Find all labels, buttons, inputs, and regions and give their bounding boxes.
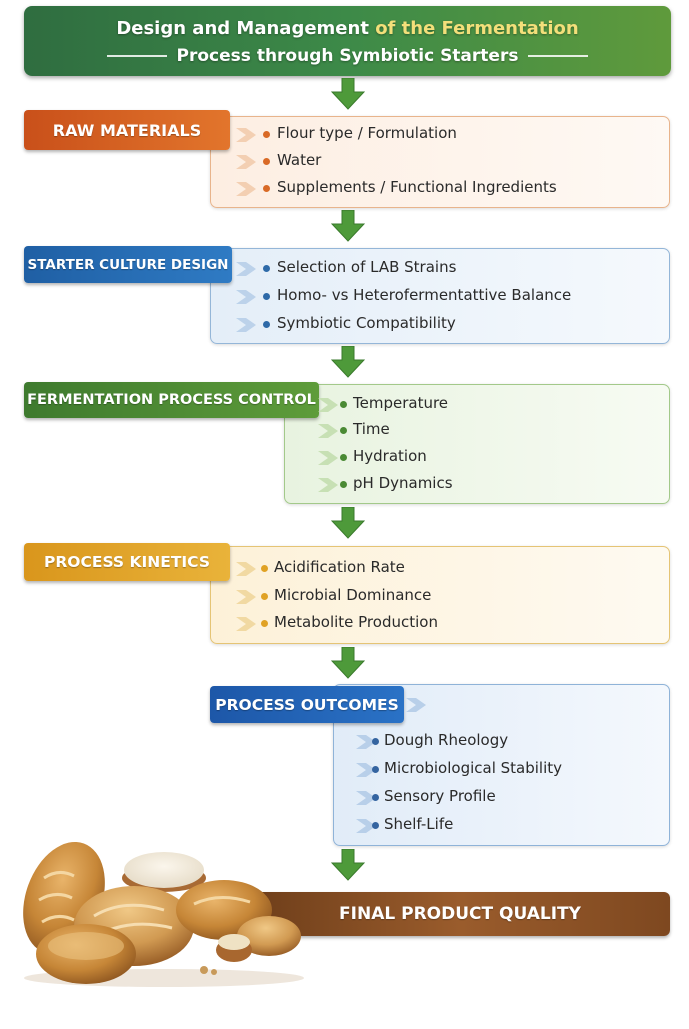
bullet-icon — [340, 481, 347, 488]
starter-culture-label: STARTER CULTURE DESIGN — [24, 246, 232, 283]
fermentation-control-panel — [284, 384, 670, 504]
process-kinetics-label: PROCESS KINETICS — [24, 543, 230, 581]
bullet-icon — [263, 131, 270, 138]
chevron-right-icon — [318, 478, 338, 492]
raw-item-supplements: Supplements / Functional Ingredients — [277, 178, 557, 196]
diagram-title: Design and Management of the Fermentatio… — [24, 18, 671, 39]
subtitle-text: Process through Symbiotic Starters — [176, 46, 519, 66]
down-arrow-icon — [331, 210, 365, 242]
ferm-item-time: Time — [353, 420, 390, 438]
bullet-icon — [263, 158, 270, 165]
bullet-icon — [263, 321, 270, 328]
bullet-icon — [372, 794, 379, 801]
chevron-right-icon — [236, 155, 256, 169]
ferm-item-ph: pH Dynamics — [353, 474, 453, 492]
chevron-right-icon — [236, 290, 256, 304]
kinetics-item-metabolite: Metabolite Production — [274, 613, 438, 631]
bullet-icon — [263, 185, 270, 192]
process-kinetics-panel — [210, 546, 670, 644]
chevron-right-icon — [356, 819, 376, 833]
raw-materials-panel — [210, 116, 670, 208]
chevron-right-icon — [356, 735, 376, 749]
chevron-right-icon — [236, 617, 256, 631]
title-banner: Design and Management of the Fermentatio… — [24, 6, 671, 76]
bullet-icon — [340, 454, 347, 461]
chevron-right-icon — [356, 791, 376, 805]
chevron-right-icon — [406, 698, 426, 712]
final-product-quality-label: FINAL PRODUCT QUALITY — [250, 892, 670, 936]
down-arrow-icon — [331, 507, 365, 539]
raw-item-water: Water — [277, 151, 322, 169]
bullet-icon — [261, 620, 268, 627]
bullet-icon — [340, 401, 347, 408]
bullet-icon — [261, 565, 268, 572]
chevron-right-icon — [318, 424, 338, 438]
process-outcomes-label: PROCESS OUTCOMES — [210, 686, 404, 723]
raw-materials-label: RAW MATERIALS — [24, 110, 230, 150]
left-decor-line — [106, 55, 167, 57]
bullet-icon — [263, 265, 270, 272]
chevron-right-icon — [236, 262, 256, 276]
starter-item-lab-strains: Selection of LAB Strains — [277, 258, 457, 276]
bullet-icon — [340, 427, 347, 434]
down-arrow-icon — [331, 647, 365, 679]
down-arrow-icon — [331, 849, 365, 881]
bullet-icon — [372, 766, 379, 773]
chevron-right-icon — [318, 451, 338, 465]
down-arrow-icon — [331, 78, 365, 110]
raw-item-flour: Flour type / Formulation — [277, 124, 457, 142]
chevron-right-icon — [236, 318, 256, 332]
fermentation-control-label: FERMENTATION PROCESS CONTROL — [24, 382, 319, 418]
title-part2-highlight: of the Fermentation — [375, 18, 579, 39]
kinetics-item-dominance: Microbial Dominance — [274, 586, 432, 604]
title-part1: Design and Management — [116, 18, 376, 39]
chevron-right-icon — [236, 128, 256, 142]
chevron-right-icon — [318, 398, 338, 412]
ferm-item-temperature: Temperature — [353, 394, 449, 412]
kinetics-item-acidification: Acidification Rate — [274, 558, 405, 576]
bullet-icon — [372, 822, 379, 829]
diagram-subtitle: Process through Symbiotic Starters — [24, 46, 671, 66]
bullet-icon — [261, 593, 268, 600]
starter-item-compatibility: Symbiotic Compatibility — [277, 314, 456, 332]
down-arrow-icon — [331, 346, 365, 378]
bullet-icon — [372, 738, 379, 745]
outcome-item-rheology: Dough Rheology — [384, 731, 509, 749]
starter-culture-panel — [210, 248, 670, 344]
outcome-item-stability: Microbiological Stability — [384, 759, 563, 777]
outcome-item-shelf-life: Shelf-Life — [384, 815, 454, 833]
outcome-item-sensory: Sensory Profile — [384, 787, 496, 805]
bread-loaves-illustration — [23, 841, 304, 987]
bullet-icon — [263, 293, 270, 300]
chevron-right-icon — [356, 763, 376, 777]
right-decor-line — [528, 55, 589, 57]
chevron-right-icon — [236, 562, 256, 576]
starter-item-balance: Homo- vs Heterofermentattive Balance — [277, 286, 572, 304]
chevron-right-icon — [236, 182, 256, 196]
chevron-right-icon — [236, 590, 256, 604]
ferm-item-hydration: Hydration — [353, 447, 427, 465]
